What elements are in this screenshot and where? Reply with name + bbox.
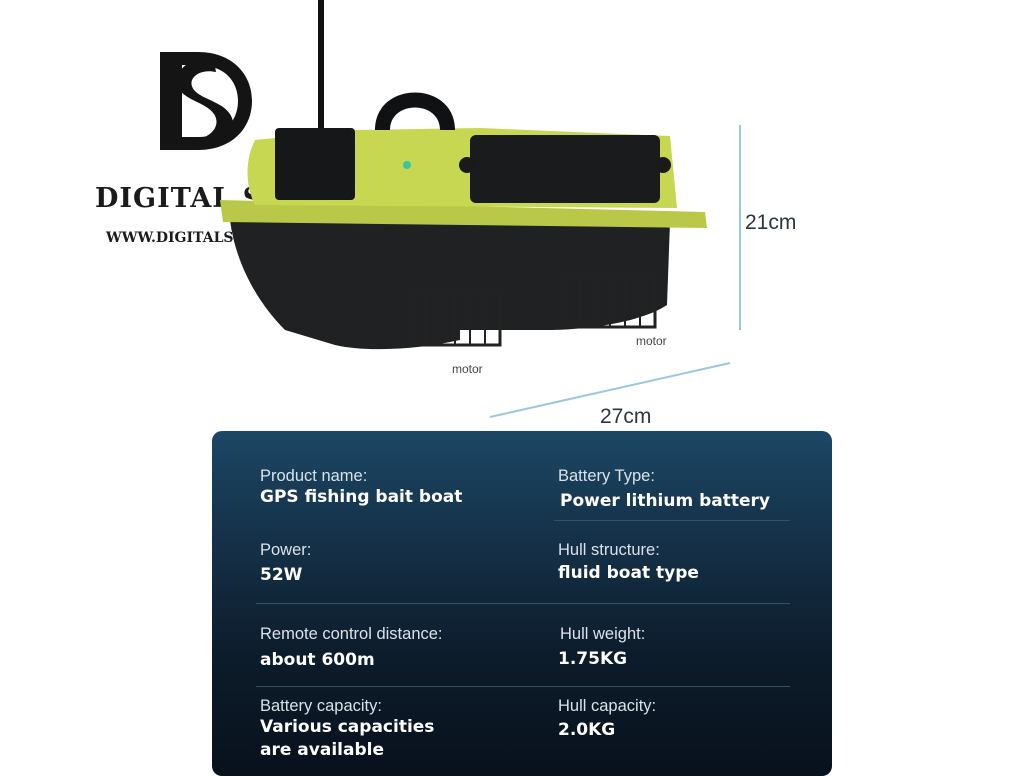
rear-cover [470,135,660,203]
spec-value-power: 52W [260,565,303,585]
motor-label-right: motor [636,334,667,348]
spec-divider [554,520,790,521]
spec-label-battery-capacity: Battery capacity: [260,697,382,715]
spec-label-battery-type: Battery Type: [558,467,655,485]
ds-monogram [160,52,252,150]
spec-label-power: Power: [260,541,312,559]
motor-right [563,273,657,329]
spec-label-hull-structure: Hull structure: [558,541,660,559]
spec-label-hull-weight: Hull weight: [560,625,646,643]
spec-value-hull-structure: fluid boat type [558,563,699,583]
bait-boat-image [220,0,707,350]
status-light [403,161,411,169]
spec-label-remote-distance: Remote control distance: [260,625,443,643]
length-dimension-line [489,362,731,418]
spec-value-hull-weight: 1.75KG [558,649,628,669]
spec-divider [256,603,790,604]
height-dimension-line [739,125,741,330]
hull-body [230,220,670,350]
brand-logo [160,52,252,150]
height-label: 21cm [745,211,797,234]
front-hatch [275,128,355,200]
spec-value-product-name: GPS fishing bait boat [260,487,463,507]
spec-value-remote-distance: about 600m [260,650,375,670]
deck-rim [220,200,707,228]
spec-divider [256,686,790,687]
antenna [318,0,324,130]
spec-value-battery-capacity: Various capacities are available [260,717,435,760]
spec-value-battery-type: Power lithium battery [560,491,771,511]
spec-label-product-name: Product name: [260,467,368,485]
spec-label-hull-capacity: Hull capacity: [558,697,657,715]
carry-handle [375,92,455,130]
spec-value-hull-capacity: 2.0KG [558,720,616,740]
motor-left [408,288,502,347]
motor-label-left: motor [452,362,483,376]
spec-panel: Product name: GPS fishing bait boat Batt… [212,431,832,776]
length-label: 27cm [600,405,652,428]
